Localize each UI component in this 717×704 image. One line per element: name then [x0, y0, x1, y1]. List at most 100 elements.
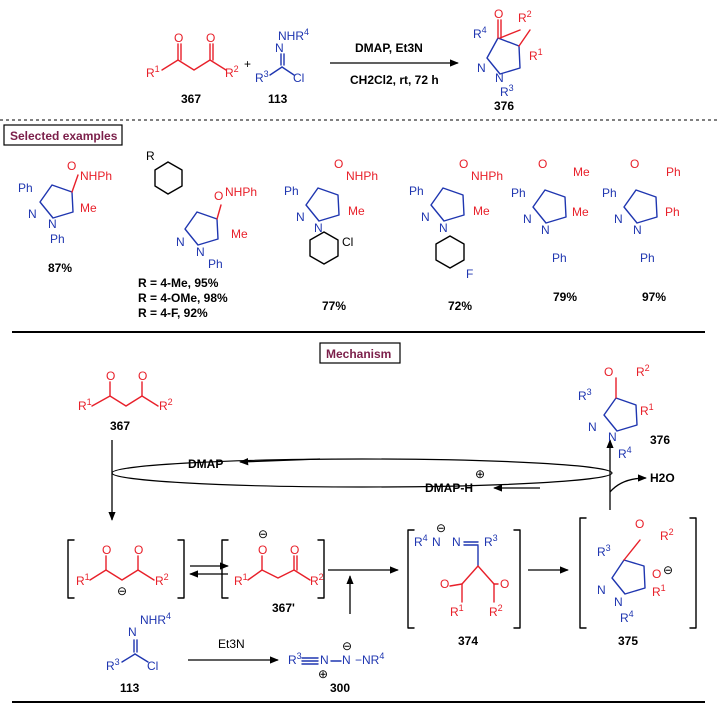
svg-text:O: O: [334, 157, 343, 171]
et3n-label: Et3N: [218, 637, 245, 651]
example-1: O NHPh Ph Me N N Ph 87%: [18, 159, 112, 275]
svg-text:N: N: [452, 535, 461, 549]
svg-text:NHPh: NHPh: [346, 169, 378, 183]
hydrazonoyl-113-structure: N NHR4 R3 Cl 113: [255, 27, 309, 106]
mechanism-section: Mechanism O O R1 R2 367 DMAP DMAP-H ⊕ O: [67, 342, 697, 695]
dmap-arrow: [239, 458, 321, 466]
example-5: O Me Ph Me N N Ph 79%: [511, 157, 590, 304]
svg-text:R3: R3: [288, 651, 302, 667]
example-4-yield: 72%: [448, 299, 472, 313]
svg-text:O: O: [102, 543, 111, 557]
svg-text:R1: R1: [450, 603, 464, 619]
mech-375: O R2 R3 O ⊖ R1 N N R4 375: [579, 517, 697, 648]
svg-text:N: N: [296, 210, 305, 224]
example-3-yield: 77%: [322, 299, 346, 313]
mech-367: O O R1 R2 367: [78, 369, 173, 433]
svg-text:N: N: [495, 71, 504, 85]
svg-text:O: O: [630, 157, 639, 171]
selected-examples-label: Selected examples: [10, 129, 118, 143]
svg-text:N: N: [608, 430, 617, 444]
svg-text:R2: R2: [518, 9, 532, 25]
svg-text:O: O: [174, 31, 183, 45]
svg-text:N: N: [275, 41, 284, 55]
svg-text:⊖: ⊖: [663, 563, 673, 577]
pyrazole-376-structure: O R2 R4 R1 N N R3 376: [473, 7, 543, 113]
svg-text:Ph: Ph: [50, 232, 65, 246]
conditions-bottom: CH2Cl2, rt, 72 h: [350, 73, 439, 87]
svg-text:Ph: Ph: [18, 181, 33, 195]
diketone-367-structure: O O R1 R2 367: [146, 31, 239, 106]
svg-text:N: N: [541, 223, 550, 237]
svg-text:R: R: [146, 149, 155, 163]
svg-text:Ph: Ph: [640, 251, 655, 265]
mech-300: R3 N N ⊖ ⊕ −NR4 300: [288, 639, 384, 695]
mech-label-376: 376: [650, 433, 670, 447]
svg-text:R2: R2: [225, 64, 239, 80]
dmap-h-label: DMAP-H: [425, 481, 473, 495]
svg-text:R2: R2: [660, 527, 674, 543]
svg-text:Me: Me: [572, 205, 589, 219]
svg-text:Ph: Ph: [665, 205, 680, 219]
svg-text:NHPh: NHPh: [80, 169, 112, 183]
compound-label-113: 113: [268, 92, 288, 106]
svg-text:N: N: [614, 595, 623, 609]
mech-label-374: 374: [458, 634, 478, 648]
example-5-yield: 79%: [553, 290, 577, 304]
svg-text:N: N: [176, 235, 185, 249]
compound-label-376: 376: [494, 99, 514, 113]
svg-text:R2: R2: [159, 397, 173, 413]
svg-text:R3: R3: [255, 69, 269, 85]
svg-text:NHR4: NHR4: [140, 611, 171, 627]
mechanism-label: Mechanism: [326, 347, 391, 361]
svg-text:R2: R2: [155, 572, 169, 588]
svg-text:Me: Me: [573, 165, 590, 179]
example-2: R O NHPh Me N N Ph R = 4-Me, 95% R = 4-O…: [138, 149, 257, 320]
svg-text:R1: R1: [78, 397, 92, 413]
svg-text:Me: Me: [231, 227, 248, 241]
example-4: O NHPh Ph Me N N F 72%: [409, 157, 503, 313]
svg-text:R1: R1: [146, 64, 160, 80]
svg-text:O: O: [652, 567, 661, 581]
mech-113: N NHR4 R3 Cl 113: [106, 611, 171, 695]
svg-text:Ph: Ph: [284, 184, 299, 198]
svg-text:R2: R2: [489, 603, 503, 619]
mech-enolate-367p: ⊖ O O R1 R2 367': [221, 527, 325, 615]
svg-text:N: N: [477, 61, 486, 75]
svg-text:R4: R4: [620, 609, 634, 625]
example-6: O Ph Ph Ph N N Ph 97%: [602, 157, 681, 304]
svg-text:O: O: [258, 543, 267, 557]
selected-examples-box: [3, 124, 123, 146]
svg-text:R3: R3: [484, 533, 498, 549]
selected-examples-section: Selected examples O NHPh Ph Me N N Ph 87…: [3, 124, 681, 320]
svg-text:N: N: [421, 210, 430, 224]
svg-text:R3: R3: [578, 387, 592, 403]
mechanism-box: [319, 342, 401, 364]
svg-text:NHPh: NHPh: [225, 185, 257, 199]
example-1-yield: 87%: [48, 261, 72, 275]
svg-text:R1: R1: [529, 47, 543, 63]
example-2-yield-1: R = 4-Me, 95%: [138, 276, 219, 290]
svg-text:N: N: [597, 583, 606, 597]
svg-text:N: N: [439, 221, 448, 235]
svg-text:Ph: Ph: [602, 186, 617, 200]
water-label: H2O: [650, 471, 675, 485]
svg-text:Ph: Ph: [552, 251, 567, 265]
svg-text:O: O: [538, 157, 547, 171]
svg-text:O: O: [500, 577, 509, 591]
mech-label-367p: 367': [272, 601, 295, 615]
svg-text:O: O: [440, 577, 449, 591]
dmap-label: DMAP: [188, 457, 223, 471]
svg-text:O: O: [106, 369, 115, 383]
svg-text:N: N: [432, 535, 441, 549]
mech-376: O R2 R3 R1 N N R4 376: [578, 363, 670, 461]
svg-text:N: N: [588, 420, 597, 434]
svg-text:NHPh: NHPh: [471, 169, 503, 183]
svg-text:N: N: [48, 217, 57, 231]
compound-label-367: 367: [181, 92, 201, 106]
svg-text:−NR4: −NR4: [355, 651, 384, 667]
svg-text:O: O: [67, 159, 76, 173]
svg-text:O: O: [494, 7, 503, 21]
svg-text:O: O: [290, 543, 299, 557]
svg-text:R1: R1: [234, 572, 248, 588]
